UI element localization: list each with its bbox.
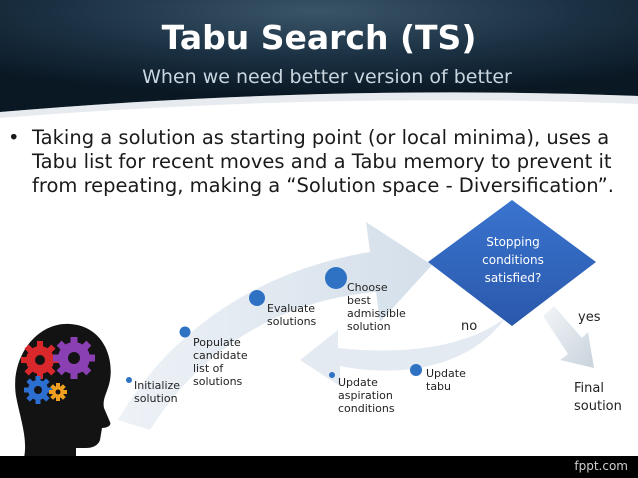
footer-bar: fppt.com: [0, 456, 638, 478]
step-dot: [329, 372, 335, 378]
footer-brand: fppt.com: [574, 459, 628, 473]
step-update-aspiration: Update aspiration conditions: [338, 376, 395, 415]
step-update-tabu: Update tabu: [426, 367, 466, 393]
final-label: Final soution: [574, 381, 622, 414]
head-gears-icon: [15, 323, 111, 458]
slide-title: Tabu Search (TS): [161, 18, 477, 57]
step-dot: [249, 290, 265, 306]
yes-arrow: [543, 306, 594, 368]
bullet-text: Taking a solution as starting point (or …: [32, 126, 614, 197]
return-arrow: [300, 318, 505, 386]
decision-label: Stopping conditions satisfied?: [482, 235, 544, 285]
bullet-marker: •: [8, 126, 20, 149]
forward-arrow: [118, 222, 432, 430]
step-evaluate: Evaluate solutions: [267, 302, 317, 328]
decision-diamond: [428, 200, 596, 326]
no-label: no: [461, 319, 478, 334]
step-dot: [126, 377, 132, 383]
step-dot: [410, 364, 422, 376]
yes-label: yes: [578, 310, 601, 325]
slide-subtitle: When we need better version of better: [142, 66, 512, 88]
step-choose: Choose best admissible solution: [347, 281, 406, 333]
step-initialize: Initialize solution: [134, 379, 181, 405]
step-populate: Populate candidate list of solutions: [193, 336, 248, 388]
step-dot: [325, 267, 347, 289]
step-dot: [179, 326, 191, 338]
